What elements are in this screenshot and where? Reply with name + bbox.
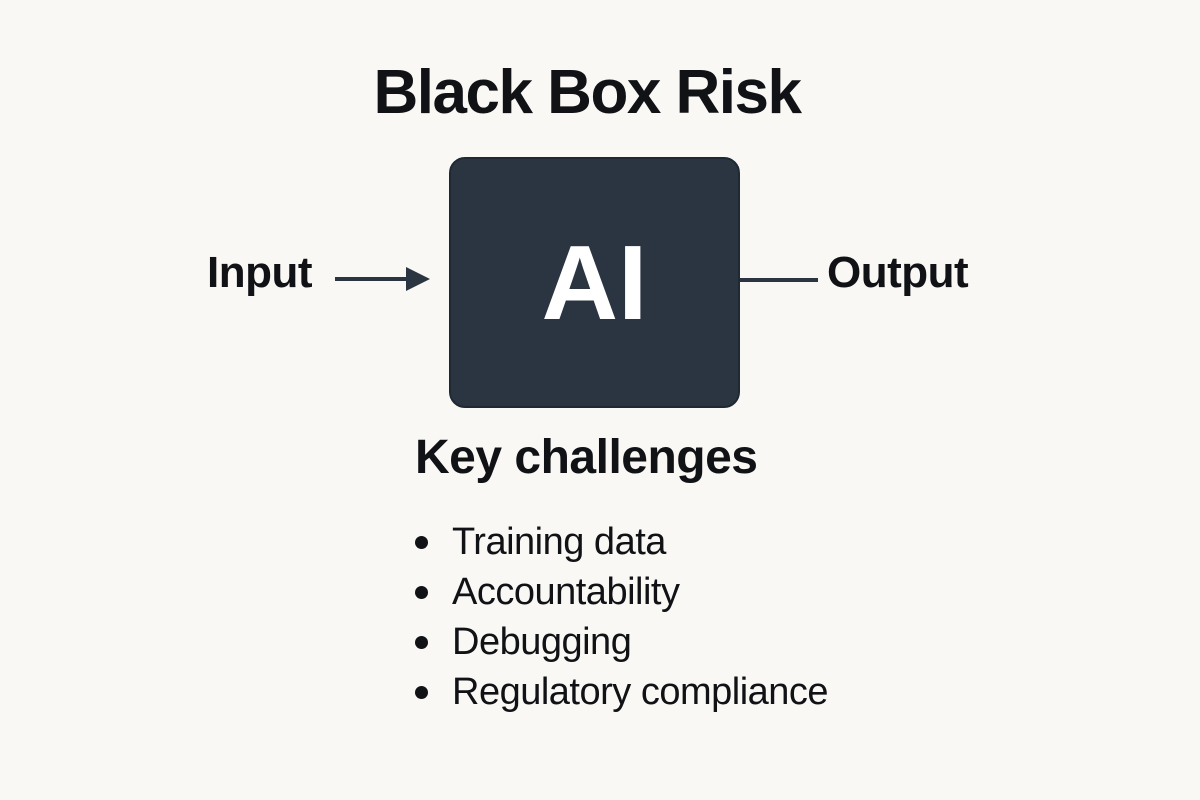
- list-item: Debugging: [415, 617, 828, 667]
- bullet-dot-icon: [415, 585, 428, 599]
- list-item: Regulatory compliance: [415, 667, 829, 717]
- list-item-label: Training data: [452, 521, 666, 563]
- challenges-heading: Key challenges: [415, 431, 758, 484]
- ai-box-label: AI: [541, 223, 648, 342]
- bullet-dot-icon: [415, 535, 428, 549]
- bullet-dot-icon: [415, 635, 428, 649]
- list-item-label: Accountability: [452, 571, 680, 613]
- list-item: Training data: [415, 517, 828, 567]
- output-connector-line: [740, 278, 818, 282]
- page-title: Black Box Risk: [373, 58, 803, 127]
- input-arrow-icon: [335, 267, 430, 291]
- challenges-list: Training data Accountability Debugging R…: [415, 517, 829, 717]
- list-item-label: Regulatory compliance: [452, 671, 829, 713]
- list-item-label: Debugging: [452, 621, 632, 663]
- ai-black-box: AI: [449, 157, 740, 408]
- list-item: Accountability: [415, 567, 828, 617]
- input-label: Input: [206, 248, 313, 297]
- bullet-dot-icon: [415, 685, 428, 699]
- output-label: Output: [827, 248, 969, 297]
